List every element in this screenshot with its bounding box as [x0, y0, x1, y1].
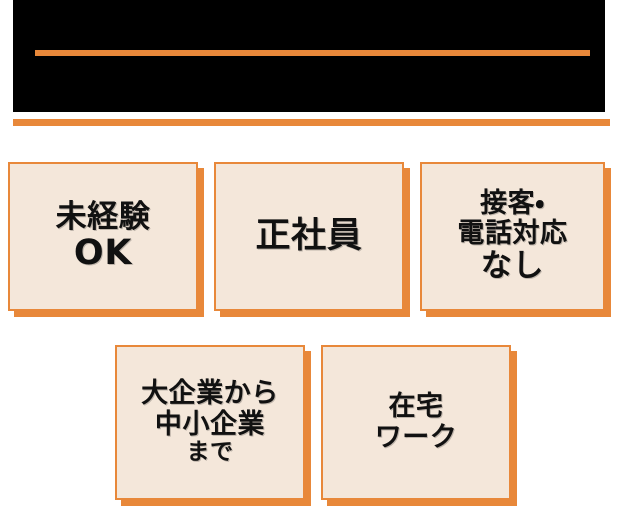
card-no-experience-ok[interactable]: 未経験 OK [8, 162, 198, 311]
header-title [35, 10, 590, 46]
card-line: 正社員 [255, 215, 363, 256]
card-full-time-employee[interactable]: 正社員 [214, 162, 404, 311]
header-subtitle [35, 60, 590, 106]
card-line: 未経験 [55, 198, 151, 235]
card-line: 大企業から [141, 378, 279, 410]
header-banner [13, 0, 605, 112]
card-line: 電話対応 [457, 218, 568, 250]
card-line: ワーク [374, 421, 458, 453]
header-rule-line [35, 50, 590, 56]
card-no-customer-service-or-phone[interactable]: 接客・ 電話対応 なし [420, 162, 605, 311]
card-remote-work[interactable]: 在宅 ワーク [321, 345, 511, 500]
card-line: 中小企業 [154, 408, 266, 440]
feature-card-row-bottom: 大企業から 中小企業 まで 在宅 ワーク [115, 345, 511, 500]
card-line: なし [480, 248, 545, 285]
feature-card-row-top: 未経験 OK 正社員 接客・ 電話対応 なし [8, 162, 605, 311]
card-line: 在宅 [388, 391, 444, 423]
section-divider [13, 119, 610, 126]
card-large-to-small-companies[interactable]: 大企業から 中小企業 まで [115, 345, 305, 500]
card-line: OK [73, 233, 133, 274]
card-line: 接客・ [480, 187, 545, 219]
card-line: まで [186, 438, 234, 465]
